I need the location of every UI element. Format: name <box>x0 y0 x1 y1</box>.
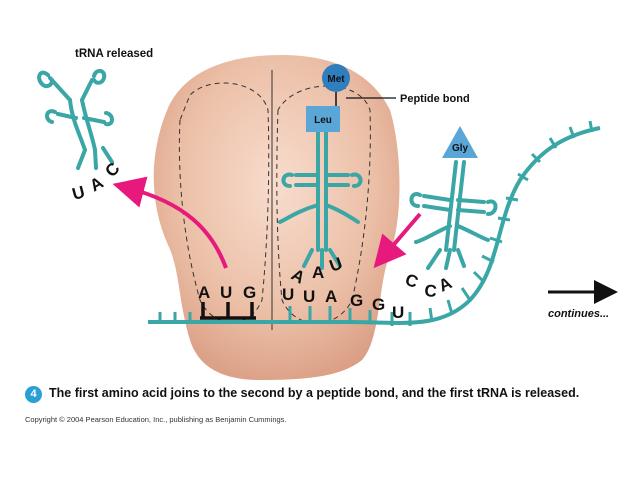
a-site-outline <box>276 85 371 324</box>
met-label: Met <box>327 74 345 85</box>
mrna-base: G <box>243 283 256 302</box>
mrna-base: U <box>392 303 404 322</box>
gly-amino-acid: Gly <box>442 126 478 158</box>
gly-anticodon-base: A <box>436 273 455 295</box>
entry-arrow <box>373 212 422 269</box>
gly-anticodon-base: C <box>424 281 438 301</box>
mrna-base: G <box>372 295 385 314</box>
mrna-base: G <box>350 291 363 310</box>
mrna-base: U <box>303 287 315 306</box>
leu-anticodon-base: A <box>312 263 324 282</box>
release-arrow <box>112 176 228 269</box>
step-number-badge: 4 <box>25 386 42 403</box>
codon-pairing-bars <box>200 302 256 320</box>
trna-released-label: tRNA released <box>75 48 153 60</box>
mrna-base: U <box>282 285 294 304</box>
mrna-strand <box>148 120 601 326</box>
peptide-bond-label: Peptide bond <box>400 93 470 105</box>
mrna-base: A <box>198 283 210 302</box>
released-trna <box>37 69 114 170</box>
released-anticodon-base: C <box>101 159 123 181</box>
ribosome <box>153 55 400 380</box>
released-anticodon-base: A <box>87 173 107 196</box>
gly-anticodon-base: C <box>403 270 421 292</box>
leu-trna <box>278 128 363 270</box>
p-site-outline <box>178 82 270 323</box>
figure-caption: The first amino acid joins to the second… <box>49 386 580 400</box>
met-amino-acid: Met <box>322 64 350 92</box>
copyright-notice: Copyright © 2004 Pearson Education, Inc.… <box>25 415 287 424</box>
mrna-base: U <box>220 283 232 302</box>
released-anticodon-base: U <box>70 182 87 204</box>
leu-amino-acid: Leu <box>306 106 340 132</box>
gly-trna <box>409 160 498 270</box>
mrna-base: A <box>325 287 337 306</box>
leu-label: Leu <box>314 115 332 126</box>
leu-anticodon-base: U <box>327 254 345 276</box>
continues-label: continues... <box>548 308 609 320</box>
gly-label: Gly <box>452 143 469 154</box>
